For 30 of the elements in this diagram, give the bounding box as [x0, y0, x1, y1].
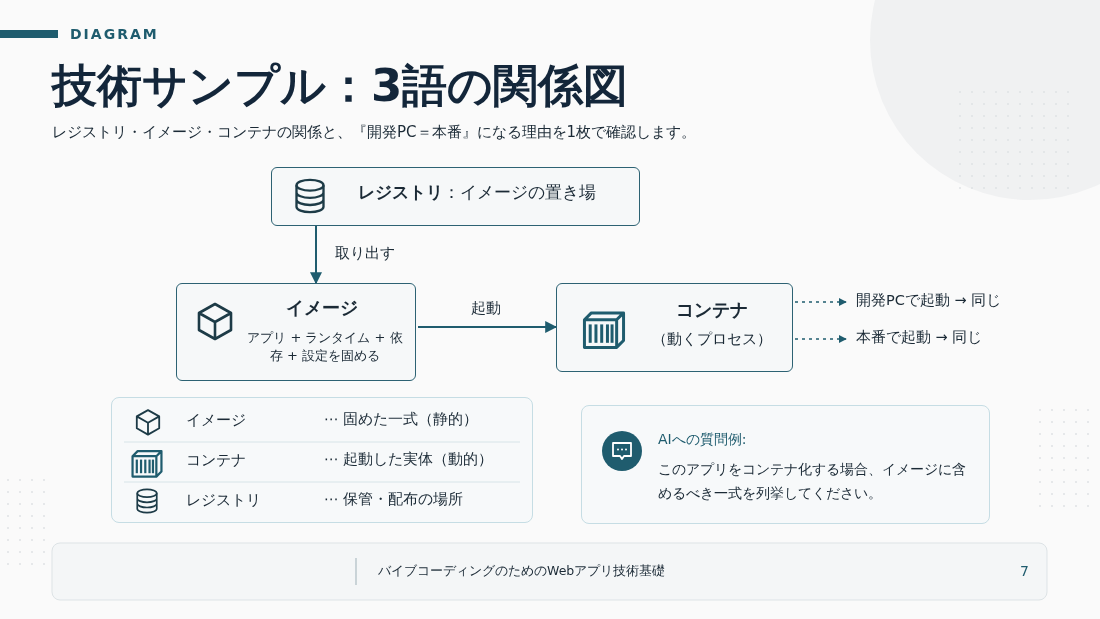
subtitle-text: レジストリ・イメージ・コンテナの関係と、『開発PC＝本番』になる理由を1枚で確認します。	[52, 122, 697, 143]
term-description: ⋯ 保管・配布の場所	[324, 490, 464, 509]
section-label: DIAGRAM	[70, 25, 159, 44]
term-name: レジストリ	[186, 490, 261, 511]
edge-label: 取り出す	[333, 244, 397, 264]
image-box	[176, 283, 416, 381]
footer-text: バイブコーディングのためのWebアプリ技術基礎	[378, 563, 666, 580]
status-text: 開発PCで起動 → 同じ	[856, 291, 1002, 310]
term-name: コンテナ	[186, 450, 246, 471]
glossary-panel	[111, 397, 533, 523]
page-title: 技術サンプル：3語の関係図	[52, 58, 629, 114]
arrow	[794, 335, 847, 343]
page-number: 7	[1020, 562, 1029, 581]
box-title: コンテナ	[674, 298, 749, 322]
term-description: ⋯ 起動した実体（動的）	[324, 450, 494, 469]
card-heading: AIへの質問例:	[658, 430, 747, 449]
registry-box	[271, 167, 640, 226]
term-description: ⋯ 固めた一式（静的）	[324, 410, 479, 429]
box-title: イメージ	[285, 296, 359, 320]
arrow	[417, 321, 558, 333]
arrow	[794, 298, 847, 306]
box-title: レジストリ：イメージの置き場	[358, 182, 596, 204]
container-box	[556, 283, 793, 372]
question-card	[581, 405, 990, 524]
card-body: このアプリをコンテナ化する場合、イメージに含めるべき一式を列挙してください。	[658, 460, 967, 503]
arrow	[310, 225, 322, 285]
box-description: アプリ + ランタイム + 依存 + 設定を固める	[246, 329, 404, 365]
box-description: （動くプロセス）	[650, 329, 773, 350]
term-name: イメージ	[186, 410, 246, 431]
status-text: 本番で起動 → 同じ	[856, 328, 983, 347]
